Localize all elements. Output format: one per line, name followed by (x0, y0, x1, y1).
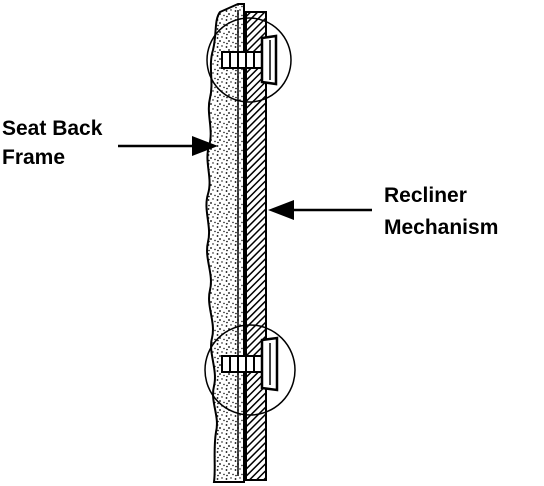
seat-back-frame-arrow (118, 136, 218, 156)
upper-detail-circle (206, 17, 292, 103)
seat-back-frame-label: Seat Back Frame (2, 117, 108, 169)
recliner-mechanism-arrow (268, 200, 372, 220)
recliner-mechanism-label-line2: Mechanism (384, 216, 498, 239)
lower-screw-icon (221, 336, 279, 392)
recliner-mechanism-label-line1: Recliner (384, 184, 467, 207)
seat-back-frame-label-line1: Seat Back (2, 117, 103, 140)
recliner-mechanism-label: Recliner Mechanism (384, 184, 498, 239)
seat-back-frame-label-line2: Frame (2, 146, 65, 169)
lower-detail-circle (204, 324, 296, 416)
upper-screw-icon (221, 34, 278, 86)
